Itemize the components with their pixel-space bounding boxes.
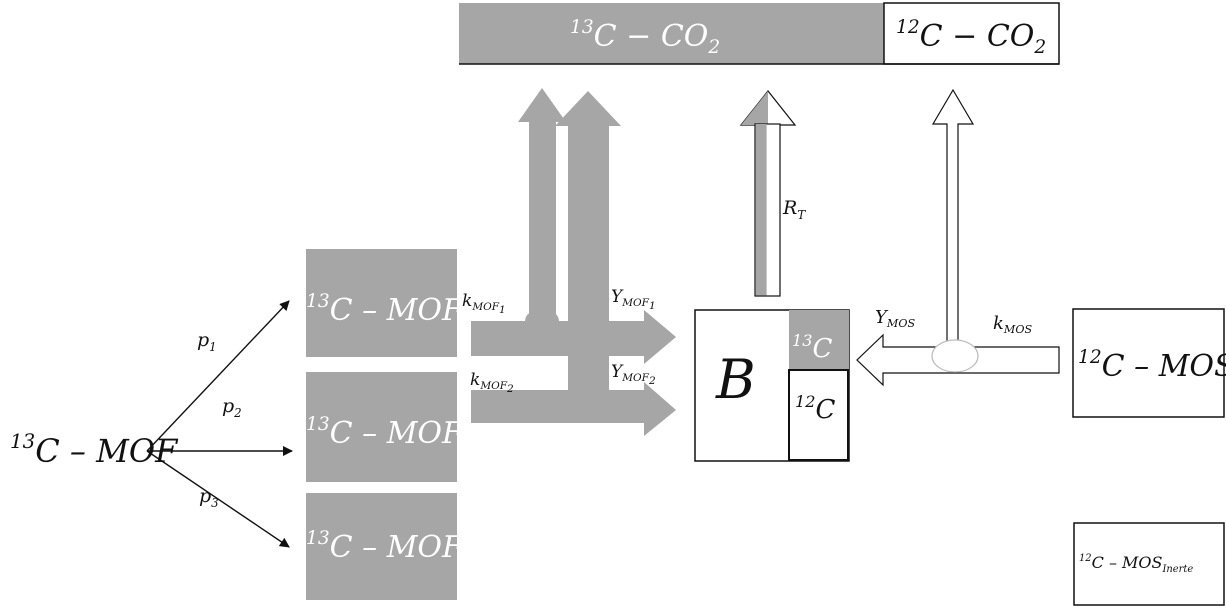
biomass-c12-label: 12C (795, 392, 836, 425)
mof-flux-arrows (471, 88, 676, 436)
c13-co2-label: 13C − CO2 (570, 17, 720, 58)
biomass-c13-segment (789, 310, 849, 370)
c12-co2-label: 12C − CO2 (896, 17, 1046, 58)
p1-label: p1 (197, 329, 217, 354)
p3-label: p3 (199, 485, 219, 510)
mos-pool (1072, 308, 1225, 418)
y-mof1-label: YMOF1 (611, 287, 656, 312)
mos-inert-label: 12C – MOSInerte (1079, 553, 1193, 575)
branch-arrow-1 (146, 300, 290, 452)
co2-bar: 13C − CO2 12C − CO2 (459, 2, 1060, 65)
k-mof2-label: kMOF2 (470, 370, 514, 395)
k-mof1-label: kMOF1 (462, 291, 506, 316)
mof-pool-3 (306, 493, 457, 600)
k-mos-label: kMOS (993, 313, 1032, 336)
rt-label: RT (782, 197, 806, 222)
mof-pool-1-label: 13C – MOF1 (306, 291, 475, 332)
mos-flux-arrows (856, 88, 1060, 387)
mof-pool-1 (306, 249, 457, 357)
mof-pool-3-label: 13C – MOF3 (306, 528, 475, 569)
mos-pools: 12C – MOS 12C – MOSInerte (1072, 308, 1226, 606)
biomass-c12-segment (788, 369, 849, 461)
biomass-c13-label: 13C (792, 331, 833, 364)
p2-label: p2 (222, 395, 242, 420)
c12-co2-segment (883, 2, 1060, 65)
mos-inert-pool (1073, 522, 1225, 606)
y-mof2-label: YMOF2 (611, 362, 656, 387)
source-label: 13C – MOF (10, 430, 179, 470)
y-mos-label: YMOS (875, 307, 915, 330)
respiration-arrow: RT (739, 90, 806, 297)
source-branches: 13C – MOF p1 p2 p3 (10, 300, 293, 548)
branch-arrow-3 (146, 450, 290, 548)
mof-pools: 13C – MOF1 13C – MOF2 13C – MOF3 (306, 249, 475, 600)
mos-pool-label: 12C – MOS (1078, 347, 1226, 384)
mof-pool-2-label: 13C – MOF2 (306, 414, 475, 455)
biomass-label: B (715, 348, 756, 411)
mof-pool-2 (306, 372, 457, 482)
c13-co2-segment (459, 3, 884, 64)
rate-labels: kMOF1 kMOF2 YMOF1 YMOF2 YMOS kMOS (462, 287, 1032, 395)
biomass-box: B 13C 12C (694, 309, 850, 462)
